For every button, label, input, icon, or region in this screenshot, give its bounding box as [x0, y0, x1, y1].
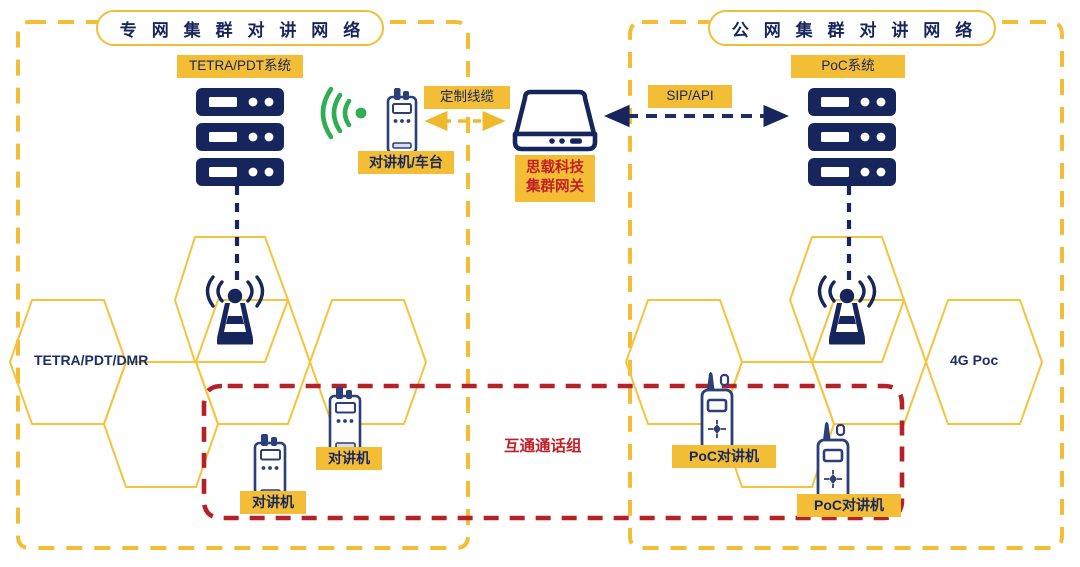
left-terminal-2-label: 对讲机: [316, 447, 382, 471]
right-cell-hex-grid: [625, 236, 1043, 488]
walkie-talkie-icon-left-b: [328, 387, 362, 456]
left-cell-label: TETRA/PDT/DMR: [34, 352, 149, 368]
poc-radio-icon-b: [816, 422, 850, 502]
right-terminal-1-label: PoC对讲机: [672, 445, 776, 469]
gateway-label-line1: 思载科技: [526, 160, 584, 176]
gateway-label: 思载科技 集群网关: [515, 155, 595, 202]
server-rack-icon-right: [808, 88, 896, 186]
left-cell-hex-grid: [9, 236, 427, 488]
left-system-label: TETRA/PDT系统: [177, 55, 303, 78]
gateway-label-line2: 集群网关: [526, 178, 584, 195]
right-network-title: 公 网 集 群 对 讲 网 络: [708, 10, 996, 46]
interop-talkgroup-label: 互通通话组: [504, 438, 582, 455]
sip-api-label: SIP/API: [648, 85, 732, 108]
cell-tower-icon-left: [205, 275, 265, 345]
gateway-device-icon: [512, 89, 598, 152]
walkie-talkie-icon-top: [386, 88, 418, 155]
left-terminal-1-label: 对讲机: [240, 491, 306, 515]
server-rack-icon: [196, 88, 284, 186]
right-cell-label: 4G Poc: [950, 352, 999, 368]
cell-tower-icon-right: [817, 275, 877, 345]
custom-cable-label: 定制线缆: [424, 86, 510, 109]
left-radio-label: 对讲机/车台: [358, 151, 454, 175]
interop-talkgroup-boundary: [201, 383, 905, 521]
left-network-title: 专 网 集 群 对 讲 网 络: [96, 10, 384, 46]
right-terminal-2-label: PoC对讲机: [797, 494, 901, 518]
wifi-signal-icon: [320, 86, 352, 140]
wifi-signal-dot-icon: [355, 107, 367, 119]
right-system-label: PoC系统: [791, 55, 905, 78]
